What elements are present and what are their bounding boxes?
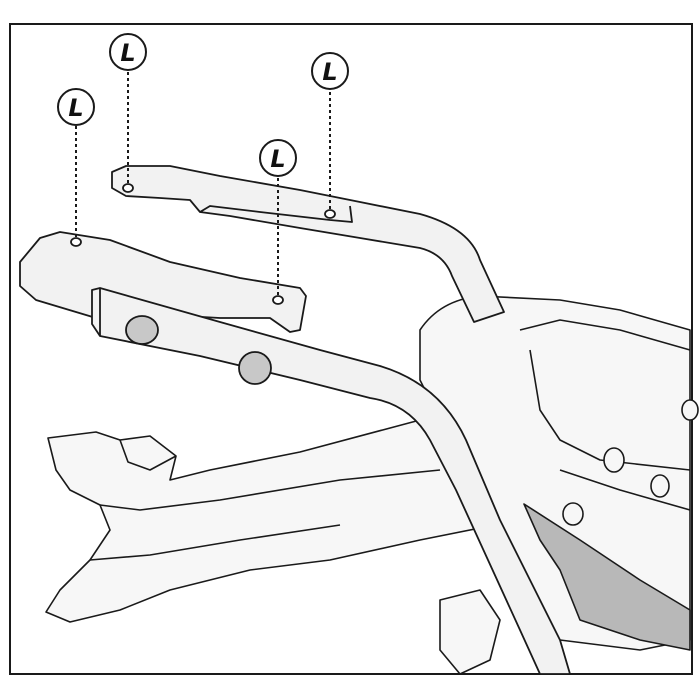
- side-panel-dark: [523, 503, 691, 651]
- lower-bracket: [439, 589, 501, 675]
- seat-panel-2: [529, 349, 691, 471]
- callout-label: L: [270, 145, 285, 173]
- callout-label: L: [120, 39, 135, 67]
- seat-bolt-4: [681, 399, 699, 421]
- grommet-2: [238, 351, 272, 385]
- seat-panel-3: [559, 469, 691, 511]
- callout-label: L: [68, 94, 83, 122]
- callout-b: L: [57, 88, 95, 126]
- seat-bolt-3: [650, 474, 670, 498]
- motorcycle-body: [45, 295, 699, 675]
- seat-bolt-1: [603, 447, 625, 473]
- rear-fender: [45, 399, 561, 623]
- guide-lines: [75, 72, 331, 296]
- fender-detail-1: [99, 469, 441, 511]
- front-rack-arm: [19, 231, 571, 675]
- upper-bar-plate: [199, 205, 353, 223]
- fender-detail-3: [119, 439, 177, 471]
- upper-hole-2: [324, 209, 336, 219]
- callout-a: L: [109, 33, 147, 71]
- seat-panel-1: [519, 319, 691, 351]
- callout-d: L: [259, 139, 297, 177]
- callout-c: L: [311, 52, 349, 90]
- front-hole-2: [272, 295, 284, 305]
- upper-rack-bar: [111, 165, 505, 323]
- callout-circle: [311, 52, 349, 90]
- grommet-1: [125, 315, 159, 345]
- callout-circle: [57, 88, 95, 126]
- fender-detail-2: [89, 524, 341, 561]
- upper-hole-1: [122, 183, 134, 193]
- callout-circle: [259, 139, 297, 177]
- callout-circle: [109, 33, 147, 71]
- rear-rack-arm: [111, 165, 505, 323]
- front-hole-1: [70, 237, 82, 247]
- callout-label: L: [322, 58, 337, 86]
- seat-bolt-2: [562, 502, 584, 526]
